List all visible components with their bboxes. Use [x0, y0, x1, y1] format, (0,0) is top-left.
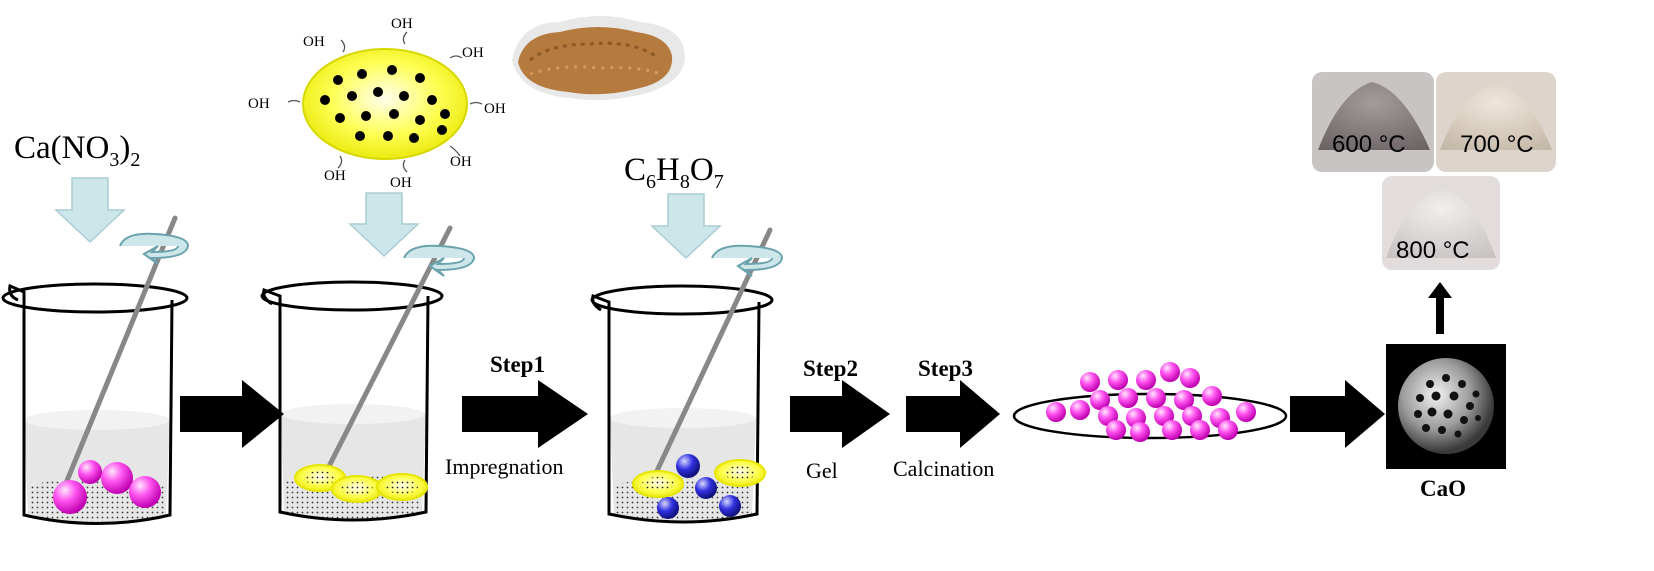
hydroxyl-label: OH: [450, 154, 472, 170]
temp-label-600: 600 °C: [1332, 131, 1406, 158]
temp-label-800: 800 °C: [1396, 237, 1470, 264]
feed-arrow-citric-acid: [650, 193, 722, 260]
powder-photo-600: 600 °C: [1312, 72, 1434, 172]
step1-arrow: [462, 380, 588, 448]
svg-text:C6H8O7: C6H8O7: [624, 152, 724, 193]
upward-arrow: [1428, 282, 1452, 334]
hydroxylated-support-particle: OH OH OH OH OH OH OH OH: [248, 16, 506, 191]
stirring-motion-icon: [711, 244, 784, 277]
support-particle-body: [302, 48, 468, 160]
feed-arrow-support: [348, 192, 420, 258]
complexed-metal-spheres: [657, 454, 741, 519]
citric-acid-label: C6H8O7: [624, 152, 724, 193]
transfer-arrow-final: [1290, 380, 1385, 448]
step3-label: Calcination: [893, 456, 994, 481]
step3-arrow: [906, 380, 1000, 448]
step2-arrow: [790, 380, 890, 448]
step2-title: Step2: [803, 356, 858, 381]
support-powder-photo: [512, 16, 685, 100]
hydroxyl-groups: [287, 31, 483, 173]
stirring-motion-icon: [403, 244, 476, 277]
stirring-motion-icon: [119, 232, 190, 265]
support-particles-in-gel: [632, 459, 766, 498]
hydroxyl-label: OH: [390, 175, 412, 191]
hydroxyl-label: OH: [484, 101, 506, 117]
step1-title: Step1: [490, 352, 545, 377]
hydroxyl-label: OH: [462, 45, 484, 61]
svg-text:Ca(NO3)2: Ca(NO3)2: [14, 130, 140, 171]
cao-product-image: [1386, 344, 1506, 469]
beaker-citric-acid: [590, 227, 784, 524]
calcium-oxide-spheres: [1046, 362, 1256, 442]
stirring-rod: [315, 225, 453, 491]
hydroxyl-label: OH: [303, 34, 325, 50]
calcium-precursor-spheres: [53, 460, 161, 514]
beaker-calcium-nitrate: [1, 215, 190, 525]
hydroxyl-label: OH: [391, 16, 413, 32]
feed-arrow-calcium-nitrate: [54, 177, 126, 244]
cao-label: CaO: [1420, 476, 1466, 501]
calcium-nitrate-label: Ca(NO3)2: [14, 130, 140, 171]
beaker-support-impregnation: [260, 225, 476, 522]
support-pores: [320, 65, 450, 143]
transfer-arrow-1: [180, 380, 284, 448]
step3-title: Step3: [918, 356, 973, 381]
hydroxyl-label: OH: [248, 96, 270, 112]
step1-label: Impregnation: [445, 454, 564, 479]
calcination-dish: [1012, 362, 1288, 442]
step2-label: Gel: [806, 458, 838, 483]
powder-photo-700: 700 °C: [1436, 72, 1556, 172]
temp-label-700: 700 °C: [1460, 131, 1534, 158]
powder-photo-800: 800 °C: [1382, 176, 1500, 270]
support-particles-in-solution: [294, 464, 428, 503]
hydroxyl-label: OH: [324, 168, 346, 184]
